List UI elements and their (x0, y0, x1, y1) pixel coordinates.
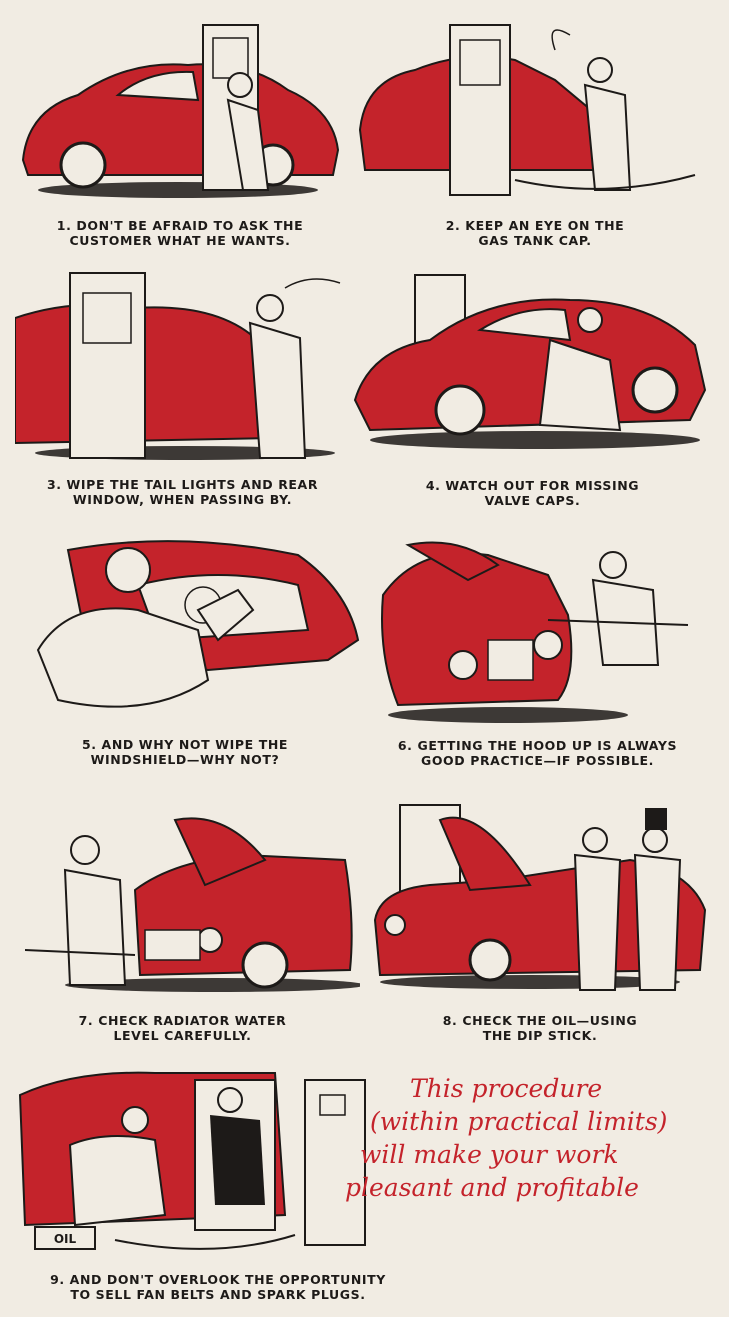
caption-5: 5. AND WHY NOT WIPE THE WINDSHIELD—WHY N… (81, 737, 289, 767)
caption-4: 4. WATCH OUT FOR MISSING VALVE CAPS. (425, 478, 640, 508)
illustration-panel-7 (25, 800, 360, 1000)
caption-7: 7. CHECK RADIATOR WATER LEVEL CAREFULLY. (78, 1013, 287, 1043)
note-line-2: (within practical limits) (370, 1107, 668, 1136)
note-line-1: This procedure (410, 1074, 603, 1103)
note-line-4: pleasant and profitable (345, 1173, 639, 1202)
caption-1: 1. DON'T BE AFRAID TO ASK THE CUSTOMER W… (56, 218, 304, 248)
caption-9: 9. AND DON'T OVERLOOK THE OPPORTUNITY TO… (50, 1272, 386, 1302)
note-line-3: will make your work (360, 1140, 619, 1169)
caption-8: 8. CHECK THE OIL—USING THE DIP STICK. (442, 1013, 638, 1043)
illustration-panel-1 (18, 10, 348, 205)
illustration-panel-9: OIL (15, 1065, 370, 1265)
handwritten-note: This procedure (within practical limits)… (340, 1072, 720, 1204)
illustration-panel-4 (350, 270, 715, 465)
caption-6: 6. GETTING THE HOOD UP IS ALWAYS GOOD PR… (397, 738, 678, 768)
caption-2: 2. KEEP AN EYE ON THE GAS TANK CAP. (445, 218, 625, 248)
caption-3: 3. WIPE THE TAIL LIGHTS AND REAR WINDOW,… (46, 477, 319, 507)
oil-sign-label: OIL (54, 1232, 77, 1246)
illustration-panel-3 (15, 268, 355, 468)
illustration-panel-2 (355, 10, 715, 205)
illustration-panel-5 (28, 530, 363, 725)
illustration-panel-8 (370, 800, 715, 1000)
illustration-panel-6 (378, 535, 713, 730)
